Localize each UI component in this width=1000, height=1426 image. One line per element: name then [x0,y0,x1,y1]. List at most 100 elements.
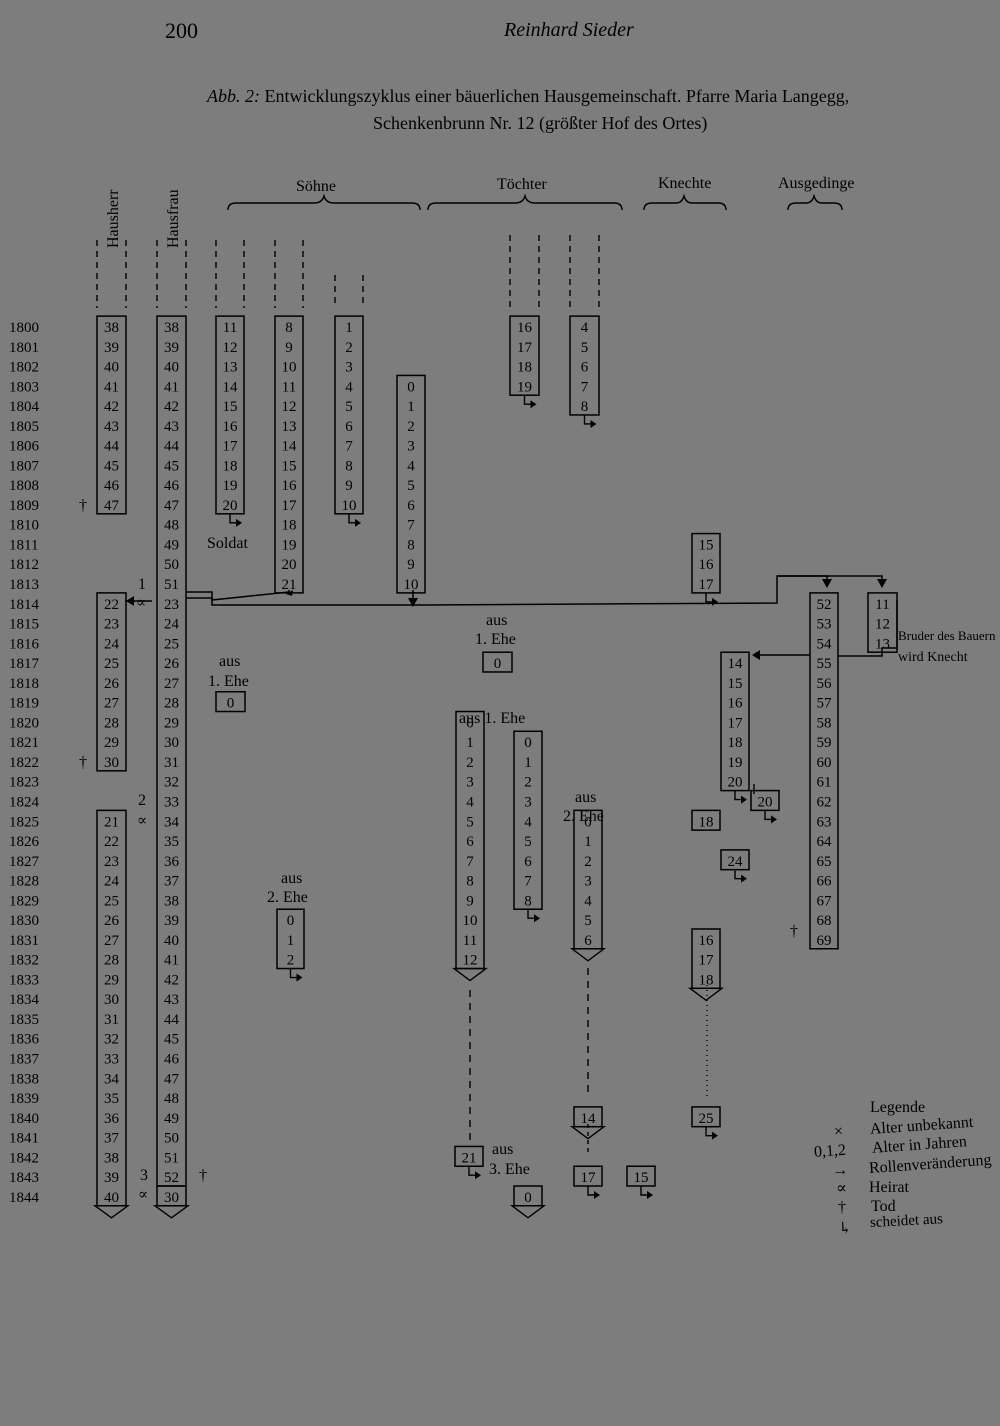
age-label: 0 [466,715,474,731]
age-label: 2 [466,755,474,771]
age-label: 16 [728,696,744,712]
year-label: 1811 [9,537,38,553]
age-label: 33 [164,794,179,810]
age-label: 17 [699,577,715,593]
marriage-number-3: 3 [140,1167,148,1184]
bar-tochter-k: 0 [509,1185,547,1219]
brace-toechter [427,193,623,211]
bar-outline [809,592,839,950]
leaves-arrowhead [475,1171,481,1180]
age-label: 36 [164,854,180,870]
year-label: 1813 [9,577,39,593]
age-label: 23 [164,597,179,613]
legend: Legende × Alter unbekannt 0,1,2 Alter in… [813,1099,992,1238]
bar-outline [215,690,246,713]
bar-sohn-e: 0 [215,690,246,713]
age-label: 20 [728,775,743,791]
year-label: 1812 [9,557,39,573]
age-label: 7 [524,874,532,890]
bar-hausfrau-2: 30 [152,1185,191,1219]
brace-soehne [227,193,421,211]
age-label: 24 [728,854,744,870]
leaves-arrowhead [771,815,777,824]
year-label: 1833 [9,972,39,988]
year-label: 1818 [9,676,39,692]
age-label: 28 [104,715,119,731]
age-label: 8 [581,399,589,415]
age-label: 54 [817,636,833,652]
age-label: 30 [164,735,179,751]
label-bruder-1: Bruder des Bauern [898,628,996,643]
age-label: 1 [524,755,532,771]
label-zweite-ehe-a: 2. Ehe [267,889,308,906]
age-label: 55 [817,656,832,672]
year-label: 1825 [9,814,39,830]
age-label: 43 [104,419,119,435]
leaves-arrowhead [296,973,303,982]
age-label: 39 [104,1170,119,1186]
age-label: 6 [584,933,592,949]
age-label: 6 [407,498,415,514]
age-label: 19 [223,478,238,494]
age-label: 15 [699,537,714,553]
year-label: 1836 [9,1032,40,1048]
age-label: 16 [699,933,715,949]
legend-label-leaves: scheidet aus [870,1211,944,1231]
marriage-symbol-3: ∝ [138,1187,148,1203]
label-soldat: Soldat [207,535,248,552]
continues-arrow [687,987,725,1002]
age-label: 43 [164,419,179,435]
age-label: 38 [164,893,179,909]
age-label: 2 [345,340,353,356]
age-label: 0 [524,735,532,751]
age-label: 11 [282,379,296,395]
age-label: 8 [407,537,415,553]
age-label: 15 [728,676,743,692]
age-label: 7 [581,379,589,395]
age-label: 0 [524,1190,532,1206]
bar-hausfrau-1: 3839404142434445464748495051232425262728… [156,315,187,1187]
age-label: 1 [466,735,474,751]
caption-line-1: Abb. 2: Entwicklungszyklus einer bäuerli… [206,86,849,106]
age-label: 1 [584,834,592,850]
age-label: 16 [223,419,239,435]
age-label: 5 [466,814,474,830]
age-label: 4 [345,379,353,395]
age-label: 60 [817,755,832,771]
age-label: 34 [104,1071,120,1087]
age-label: 8 [524,893,532,909]
age-label: 56 [817,676,833,692]
dashed-leadins [96,235,600,308]
age-label: 50 [164,557,179,573]
bar-outline [482,651,513,673]
age-label: 29 [104,735,119,751]
age-label: 29 [104,972,119,988]
legend-symbol-marriage: ∝ [836,1180,847,1197]
age-label: 18 [517,360,532,376]
year-label: 1821 [9,735,39,751]
age-label: 3 [584,874,592,890]
age-label: 9 [407,557,415,573]
age-label: 22 [104,597,119,613]
age-label: 26 [164,656,180,672]
age-label: 69 [817,933,832,949]
age-label: 17 [699,953,715,969]
leaves-arrowhead [355,518,361,527]
age-label: 17 [581,1170,597,1186]
age-label: 10 [342,498,357,514]
age-label: 11 [463,933,477,949]
age-label: 25 [104,893,119,909]
year-label: 1826 [9,834,40,850]
continues-arrow [569,948,607,962]
age-label: 39 [164,340,179,356]
caption-line-2: Schenkenbrunn Nr. 12 (größter Hof des Or… [373,113,707,134]
age-label: 63 [817,814,832,830]
age-label: 25 [699,1111,714,1127]
age-label: 30 [104,755,119,771]
bar-knecht-c: 20 [750,789,780,824]
